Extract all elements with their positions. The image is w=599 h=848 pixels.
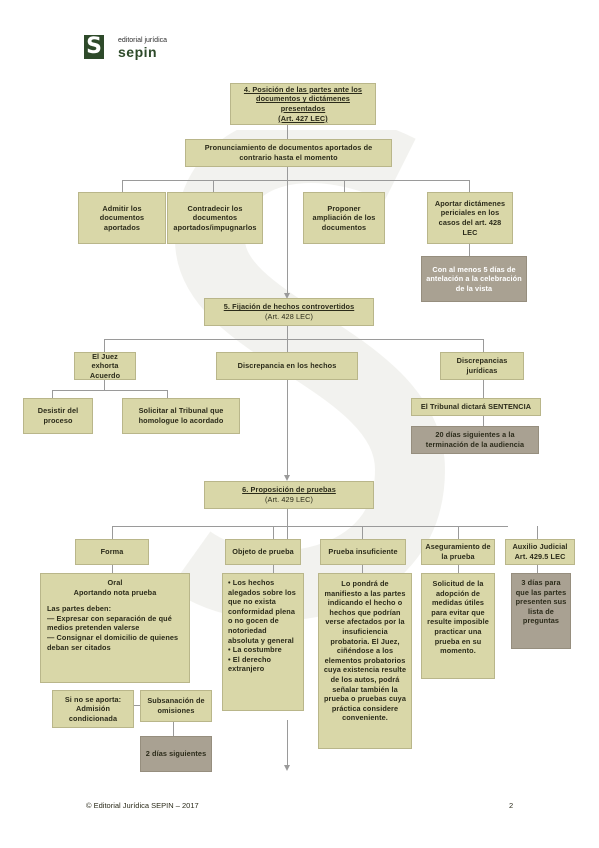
- object-header: Objeto de prueba: [225, 539, 301, 565]
- auxilio-detail-text: 3 días para que las partes presenten sus…: [515, 578, 567, 626]
- form-header-text: Forma: [100, 547, 124, 557]
- note-20-days-text: 20 días siguientes a la terminación de l…: [425, 430, 525, 449]
- section4-pronouncement: Pronunciamiento de documentos aportados …: [185, 139, 392, 167]
- auxilio-detail: 3 días para que las partes presenten sus…: [511, 573, 571, 649]
- facts-discrepancy: Discrepancia en los hechos: [216, 352, 358, 380]
- option-expand-text: Proponer ampliación de los documentos: [312, 203, 376, 232]
- note-2-days: 2 días siguientes: [140, 736, 212, 772]
- object-item: • El derecho extranjero: [228, 654, 272, 674]
- option-admit: Admitir los documentos aportados: [78, 192, 166, 244]
- note-5-days: Con al menos 5 días de antelación a la c…: [421, 256, 527, 302]
- tribunal-sentence: El Tribunal dictará SENTENCIA: [411, 398, 541, 416]
- section5-title-text: 5. Fijación de hechos controvertidos: [223, 302, 355, 312]
- legal-discrepancy-text: Discrepancias jurídicas: [456, 356, 508, 375]
- tribunal-sentence-text: El Tribunal dictará SENTENCIA: [420, 402, 532, 412]
- section4-ref: (Art. 427 LEC): [278, 113, 328, 123]
- footer-copyright: © Editorial Jurídica SEPIN – 2017: [86, 801, 199, 810]
- desist-process: Desistir del proceso: [23, 398, 93, 434]
- option-contradict-text: Contradecir los documentos aportados/imp…: [173, 203, 257, 232]
- page-number: 2: [509, 801, 514, 810]
- insufficient-detail: Lo pondrá de manifiesto a las partes ind…: [318, 573, 412, 749]
- oral-box: Oral Aportando nota prueba Las partes de…: [40, 573, 190, 683]
- request-homologation-text: Solicitar al Tribunal que homologue lo a…: [138, 406, 224, 425]
- option-expert-reports-text: Aportar dictámenes periciales en los cas…: [434, 198, 506, 237]
- option-admit-text: Admitir los documentos aportados: [99, 203, 145, 232]
- section6-title-text: 6. Proposición de pruebas: [242, 485, 336, 495]
- note-2-days-text: 2 días siguientes: [145, 749, 207, 759]
- legal-discrepancy: Discrepancias jurídicas: [440, 352, 524, 380]
- not-provided-text: Si no se aporta: Admisión condicionada: [64, 694, 122, 723]
- section6-title: 6. Proposición de pruebas (Art. 429 LEC): [204, 481, 374, 509]
- brand-name: sepin: [118, 44, 158, 60]
- note-20-days: 20 días siguientes a la terminación de l…: [411, 426, 539, 454]
- object-item: • Los hechos alegados sobre los que no e…: [228, 578, 296, 645]
- securing-header-text: Aseguramiento de la prueba: [425, 542, 491, 561]
- insufficient-header: Prueba insuficiente: [320, 539, 406, 565]
- option-contradict: Contradecir los documentos aportados/imp…: [167, 192, 263, 244]
- parties-item: — Expresar con separación de qué medios …: [47, 613, 172, 633]
- insufficient-detail-text: Lo pondrá de manifiesto a las partes ind…: [323, 579, 407, 723]
- section5-ref: (Art. 428 LEC): [264, 312, 314, 321]
- object-item: • La costumbre: [228, 645, 282, 655]
- auxilio-header-text: Auxilio Judicial Art. 429.5 LEC: [512, 542, 568, 561]
- securing-header: Aseguramiento de la prueba: [421, 539, 495, 565]
- parties-item: — Consignar el domicilio de quienes deba…: [47, 632, 179, 652]
- section4-title-text: 4. Posición de las partes ante los docum…: [243, 84, 363, 113]
- section5-title: 5. Fijación de hechos controvertidos (Ar…: [204, 298, 374, 326]
- section4-pronouncement-text: Pronunciamiento de documentos aportados …: [204, 143, 373, 162]
- subsanation-box: Subsanación de omisiones: [140, 690, 212, 722]
- option-expand: Proponer ampliación de los documentos: [303, 192, 385, 244]
- subsanation-text: Subsanación de omisiones: [147, 696, 205, 715]
- insufficient-header-text: Prueba insuficiente: [328, 547, 398, 557]
- oral-title: Oral: [107, 578, 123, 587]
- section4-title: 4. Posición de las partes ante los docum…: [230, 83, 376, 125]
- not-provided-box: Si no se aporta: Admisión condicionada: [52, 690, 134, 728]
- object-detail: • Los hechos alegados sobre los que no e…: [222, 573, 304, 711]
- desist-process-text: Desistir del proceso: [37, 406, 79, 425]
- sepin-logo: S: [84, 35, 104, 59]
- securing-detail: Solicitud de la adopción de medidas útil…: [421, 573, 495, 679]
- option-expert-reports: Aportar dictámenes periciales en los cas…: [427, 192, 513, 244]
- parties-must: Las partes deben:: [47, 604, 112, 614]
- judge-exhorts-text: El Juez exhorta Acuerdo: [89, 351, 121, 380]
- securing-detail-text: Solicitud de la adopción de medidas útil…: [427, 579, 489, 656]
- judge-exhorts: El Juez exhorta Acuerdo: [74, 352, 136, 380]
- facts-discrepancy-text: Discrepancia en los hechos: [237, 361, 337, 371]
- section6-ref: (Art. 429 LEC): [264, 495, 314, 504]
- form-header: Forma: [75, 539, 149, 565]
- brand-tagline: editorial jurídica: [118, 37, 168, 44]
- request-homologation: Solicitar al Tribunal que homologue lo a…: [122, 398, 240, 434]
- oral-subtitle: Aportando nota prueba: [73, 587, 157, 597]
- note-5-days-text: Con al menos 5 días de antelación a la c…: [426, 264, 522, 293]
- object-header-text: Objeto de prueba: [232, 547, 294, 557]
- auxilio-header: Auxilio Judicial Art. 429.5 LEC: [505, 539, 575, 565]
